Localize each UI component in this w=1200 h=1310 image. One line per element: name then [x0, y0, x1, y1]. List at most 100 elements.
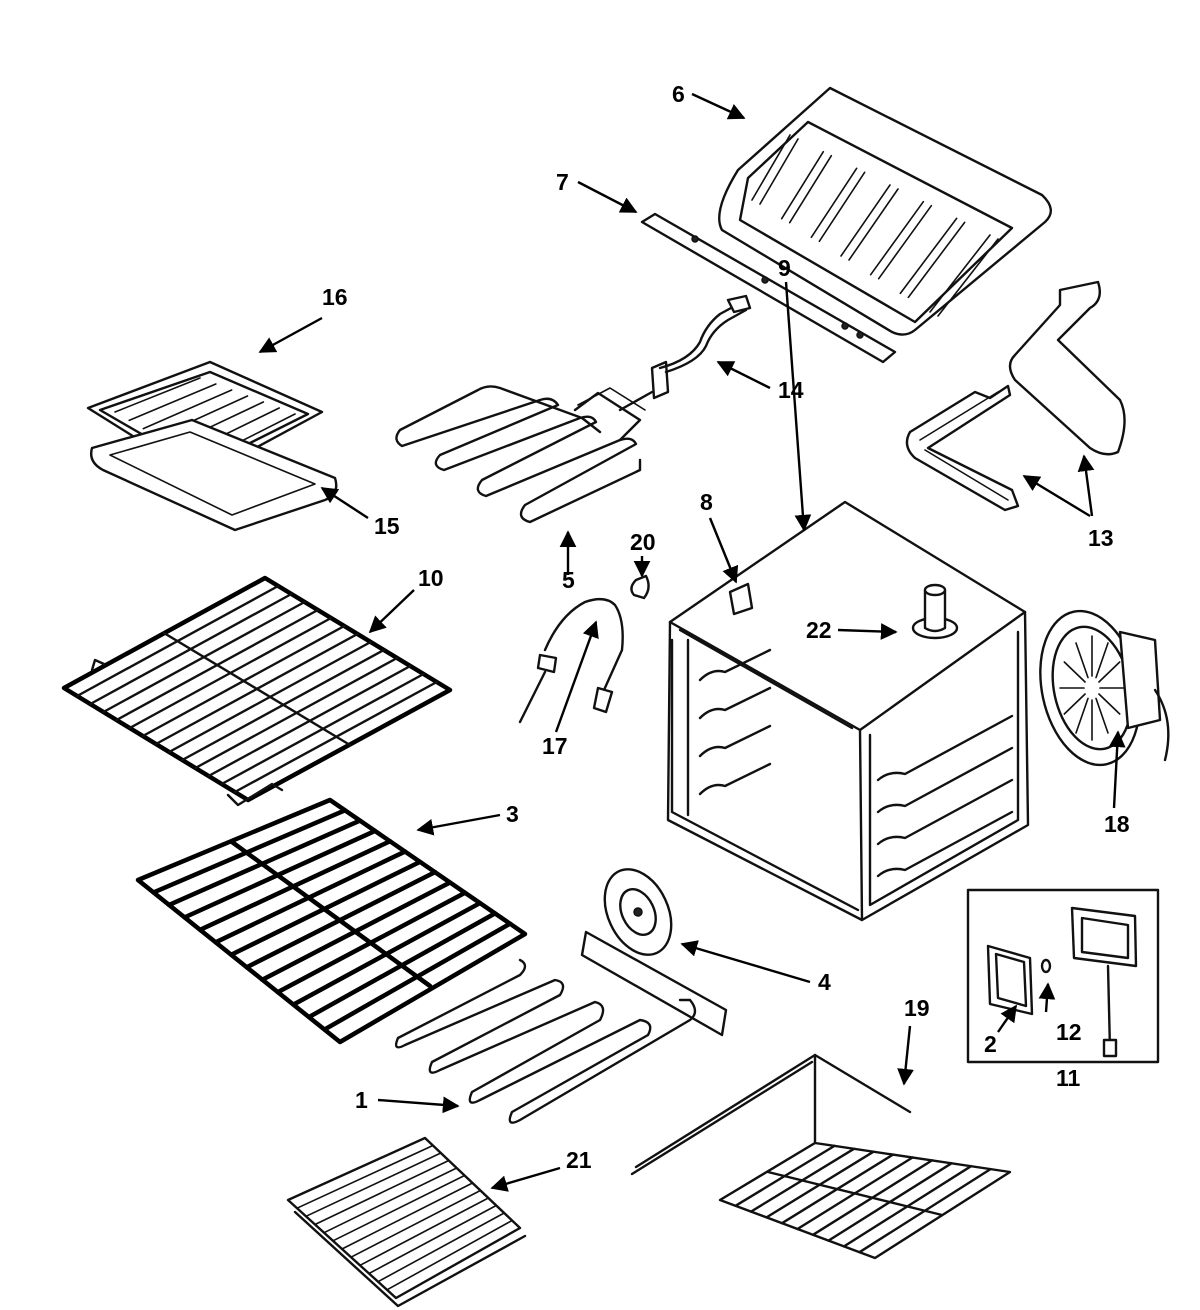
burner-rib [840, 184, 891, 257]
arrow-21 [490, 1166, 561, 1192]
arrow-18 [1108, 730, 1126, 809]
arrow-12 [1038, 982, 1056, 1013]
part-18-convection-fan [1039, 609, 1170, 767]
callout-11: 11 [1056, 1065, 1081, 1091]
burner-rib [877, 204, 933, 280]
arrow-10 [368, 589, 415, 634]
part-11-light-assembly-box [966, 888, 1160, 1064]
part-15-broiler-pan [89, 418, 338, 532]
arrow-2 [997, 1004, 1017, 1033]
part-17-temperature-sensor [518, 597, 624, 724]
rack-support-right [876, 714, 1014, 782]
callout-21: 21 [566, 1147, 592, 1173]
part-10-oven-rack [61, 575, 453, 807]
fan-blade [1095, 697, 1109, 734]
part-4-fan-cover [603, 868, 673, 956]
rack-bar [166, 818, 363, 908]
arrow-17 [554, 620, 599, 733]
burner-rib [937, 238, 999, 317]
callout-2: 2 [984, 1031, 997, 1057]
burner-rib [810, 167, 858, 239]
arrow-7 [577, 180, 638, 214]
callout-6: 6 [672, 81, 685, 107]
arrow-13a [1022, 474, 1091, 518]
grid-slot [128, 383, 217, 422]
fan-blade [1098, 693, 1121, 715]
rack-support-left [698, 648, 772, 682]
rack-bar [332, 1174, 466, 1242]
arrow-9 [784, 281, 812, 532]
arrow-15 [320, 486, 369, 520]
part-22-flue-fitting [911, 583, 959, 640]
callout-15: 15 [374, 513, 400, 539]
fan-blade [1075, 697, 1089, 734]
callout-labels: 1 2 3 4 5 6 7 8 9 10 11 12 13 14 15 16 1… [322, 81, 1130, 1173]
callout-20: 20 [630, 529, 656, 555]
arrow-1 [377, 1096, 460, 1114]
burner-rib [788, 154, 833, 224]
callout-14: 14 [778, 377, 804, 403]
grid-slot [142, 389, 233, 430]
fan-blade [1095, 642, 1109, 679]
rack-bar [323, 1167, 458, 1234]
rack-bar [350, 1189, 482, 1258]
rack-bar [296, 1144, 434, 1209]
leader-arrows [258, 92, 1126, 1192]
callout-18: 18 [1104, 811, 1130, 837]
rack-support-right [876, 810, 1014, 878]
callout-19: 19 [904, 995, 930, 1021]
callout-8: 8 [700, 489, 713, 515]
part-6-burner-panel [718, 86, 1052, 336]
fan-blade [1063, 693, 1086, 715]
part-13-gaskets [905, 280, 1126, 512]
part-7-mounting-strip [640, 212, 897, 364]
rack-crossbar [766, 1170, 944, 1217]
arrow-16 [258, 316, 323, 354]
rack-bar [359, 1197, 490, 1267]
grid-slot [114, 377, 201, 413]
burner-rib [848, 188, 899, 261]
part-19-bottom-rack [630, 1053, 1012, 1260]
callout-12: 12 [1056, 1019, 1082, 1045]
callout-9: 9 [778, 255, 791, 281]
arrow-3 [416, 813, 501, 836]
rack-bar [305, 1152, 442, 1218]
callout-5: 5 [562, 567, 575, 593]
arrow-22 [837, 623, 898, 640]
part-3-oven-rack [135, 797, 528, 1045]
callout-7: 7 [556, 169, 569, 195]
rack-crossbar [162, 631, 352, 747]
callout-22: 22 [806, 617, 832, 643]
callout-13: 13 [1088, 525, 1114, 551]
part-21-small-rack [286, 1136, 527, 1308]
fan-blade [1063, 661, 1086, 683]
part-11-housing [1070, 906, 1138, 968]
rack-support-left [698, 762, 772, 796]
burner-rib [751, 134, 791, 201]
rack-support-left [698, 686, 772, 720]
part-9-oven-cavity [666, 500, 1030, 922]
burner-rib [818, 171, 866, 243]
burner-rib [899, 217, 958, 295]
callout-3: 3 [506, 801, 519, 827]
rack-support-right [876, 746, 1014, 814]
rack-bar [314, 1159, 450, 1226]
arrow-6 [691, 92, 746, 120]
arrow-4 [680, 940, 811, 984]
rack-bar [386, 1219, 513, 1291]
part-5-broil-element [395, 385, 646, 524]
arrow-13b [1077, 454, 1095, 517]
callout-17: 17 [542, 733, 568, 759]
rack-bar [377, 1212, 505, 1283]
part-14-wire-harness [618, 294, 752, 412]
part-12-bulb [1040, 958, 1052, 974]
burner-rib [759, 138, 799, 205]
burner-rib [869, 200, 925, 276]
fan-blade [1098, 661, 1121, 683]
arrow-14 [716, 360, 771, 390]
burner-rib [780, 150, 825, 220]
burner-rib [907, 221, 966, 299]
callout-16: 16 [322, 284, 348, 310]
arrow-19 [897, 1025, 914, 1086]
